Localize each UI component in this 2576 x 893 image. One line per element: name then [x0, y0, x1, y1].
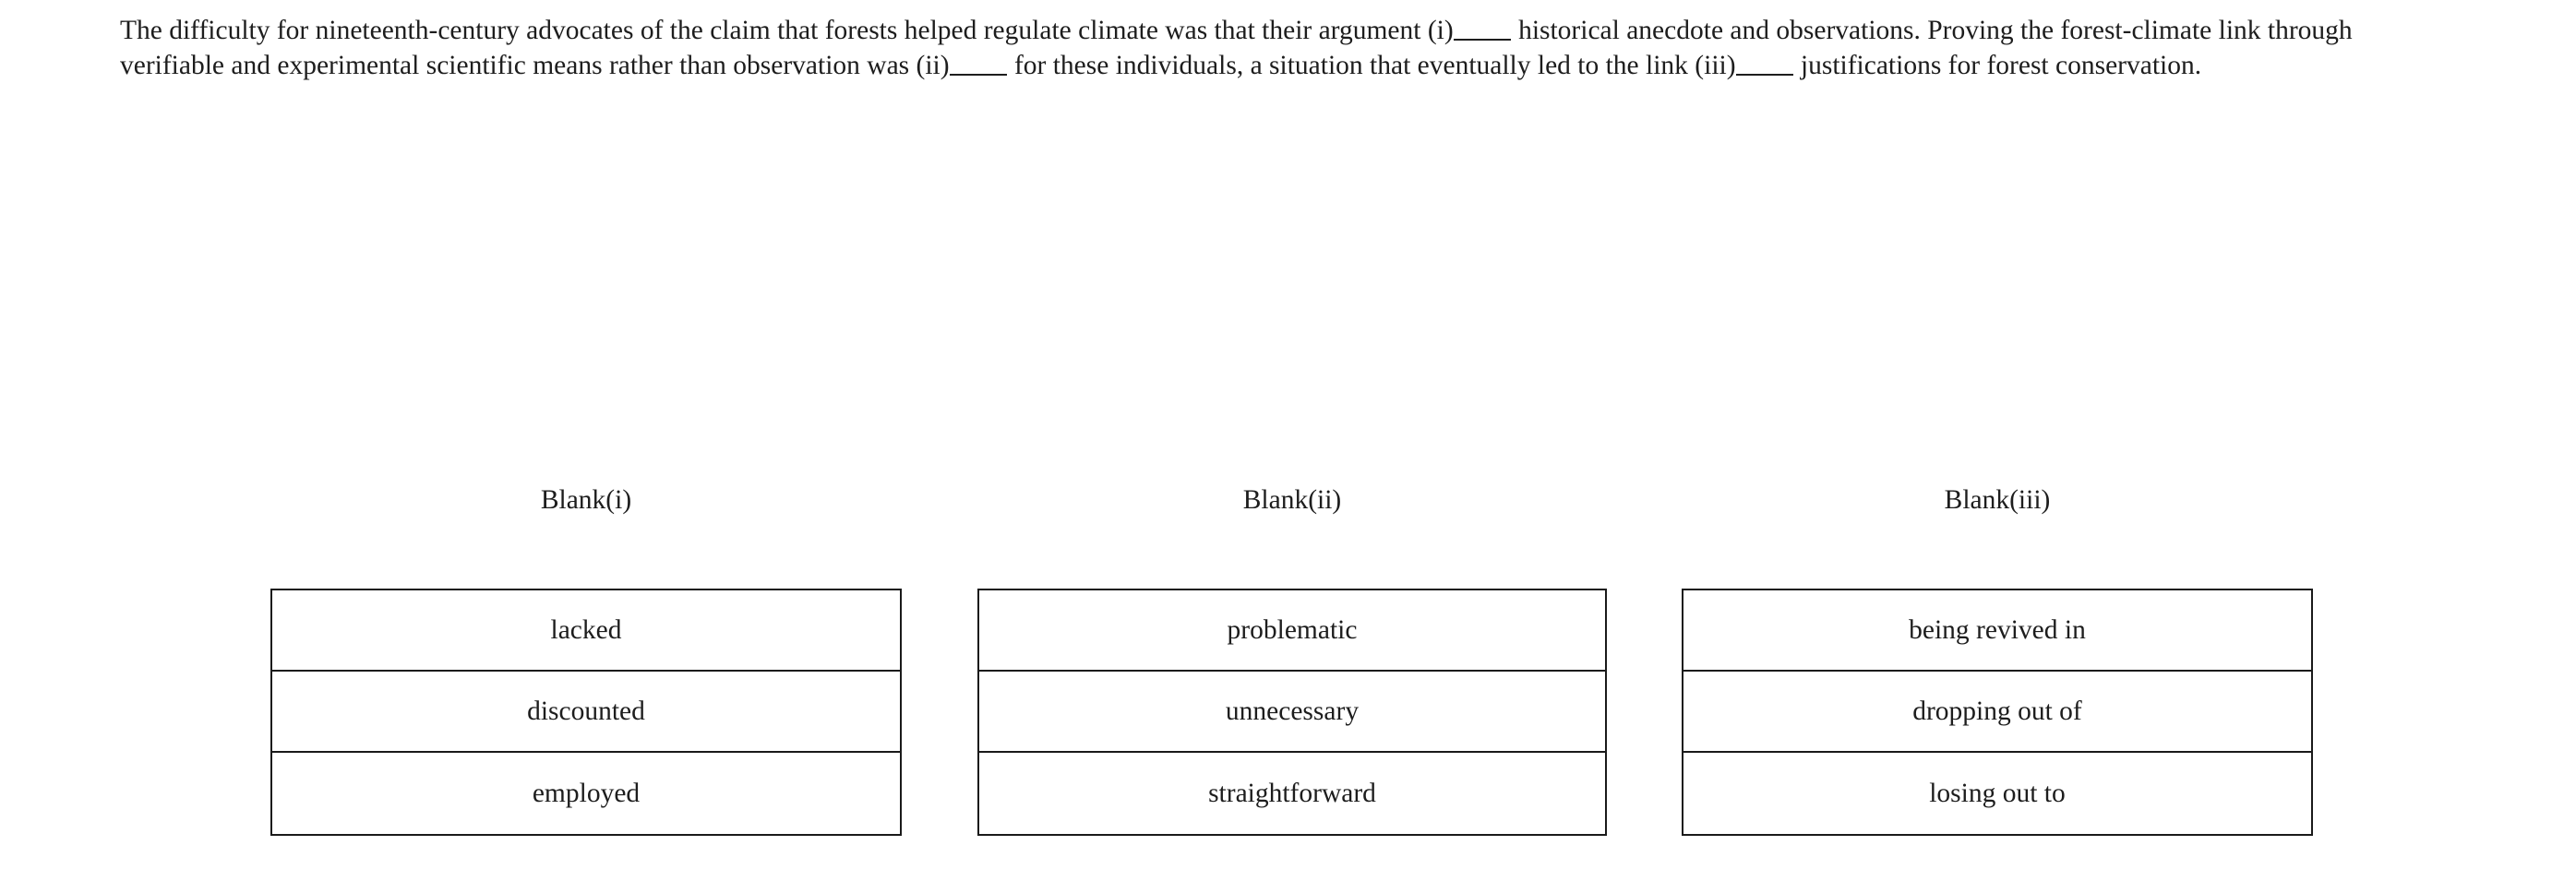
options-box-blank-iii: being revived in dropping out of losing …: [1682, 589, 2313, 836]
option-blank-i-2[interactable]: discounted: [272, 672, 900, 753]
answer-column-blank-i: Blank(i) lacked discounted employed: [270, 483, 902, 836]
option-blank-i-3[interactable]: employed: [272, 753, 900, 834]
option-blank-iii-3[interactable]: losing out to: [1683, 753, 2311, 834]
option-blank-ii-1[interactable]: problematic: [979, 590, 1605, 672]
passage-segment-2: historical anecdote and observations. Pr…: [120, 16, 2353, 80]
blank-ii-underline: [949, 55, 1007, 76]
column-header-blank-i: Blank(i): [540, 485, 632, 515]
options-box-blank-i: lacked discounted employed: [270, 589, 902, 836]
answer-column-blank-ii: Blank(ii) problematic unnecessary straig…: [977, 483, 1607, 836]
answer-column-blank-iii: Blank(iii) being revived in dropping out…: [1682, 483, 2313, 836]
passage-text: The difficulty for nineteenth-century ad…: [120, 13, 2446, 83]
option-blank-iii-2[interactable]: dropping out of: [1683, 672, 2311, 753]
option-blank-i-1[interactable]: lacked: [272, 590, 900, 672]
option-blank-ii-3[interactable]: straightforward: [979, 753, 1605, 834]
column-header-blank-ii: Blank(ii): [1242, 485, 1342, 515]
passage-segment-3: for these individuals, a situation that …: [1007, 51, 1736, 80]
option-blank-iii-1[interactable]: being revived in: [1683, 590, 2311, 672]
passage-segment-4: justifications for forest conservation.: [1793, 51, 2202, 80]
passage-segment-1: The difficulty for nineteenth-century ad…: [120, 16, 1454, 45]
options-box-blank-ii: problematic unnecessary straightforward: [977, 589, 1607, 836]
blank-iii-underline: [1735, 55, 1793, 76]
option-blank-ii-2[interactable]: unnecessary: [979, 672, 1605, 753]
column-header-blank-iii: Blank(iii): [1944, 485, 2051, 515]
blank-i-underline: [1453, 20, 1511, 41]
